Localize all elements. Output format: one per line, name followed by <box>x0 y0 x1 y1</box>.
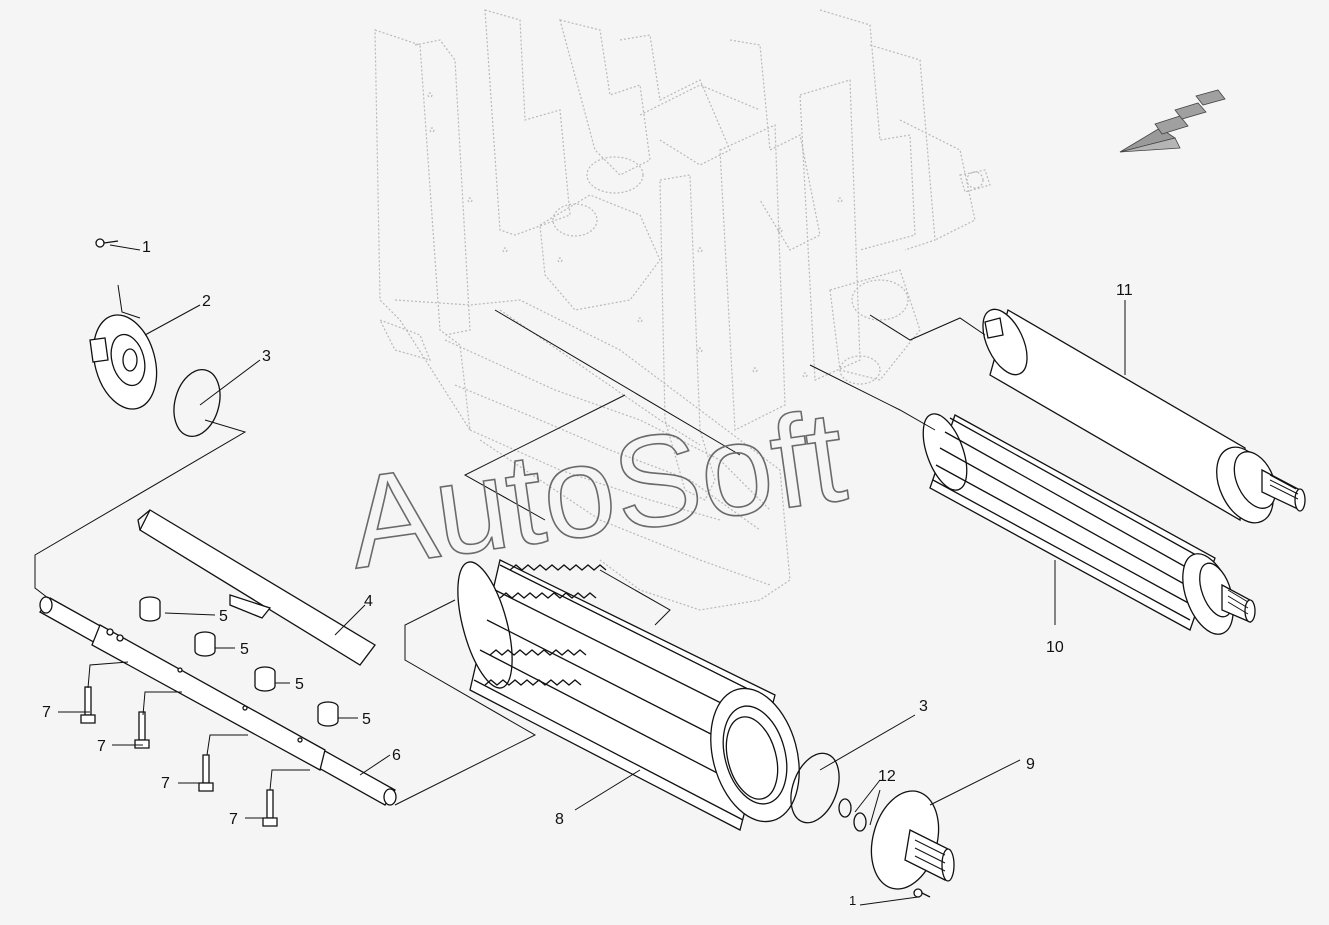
callout-6: 6 <box>392 747 401 764</box>
o-ring-3-right <box>790 752 840 824</box>
roller-10 <box>922 413 1256 635</box>
ghost-machine-frame <box>374 9 991 611</box>
flange-shaft-9 <box>870 790 955 898</box>
callout-1-bottom: 1 <box>849 893 856 908</box>
svg-text:AutoSoft: AutoSoft <box>339 382 853 596</box>
callout-labels: 1 2 3 4 5 5 5 5 6 7 7 7 7 8 3 12 9 1 10 … <box>42 239 1133 908</box>
callout-7-a: 7 <box>42 704 51 721</box>
callout-12: 12 <box>878 768 896 785</box>
callout-7-b: 7 <box>97 738 106 755</box>
callout-5-a: 5 <box>219 608 228 625</box>
bar-4 <box>137 509 376 666</box>
bolts-7 <box>80 686 278 827</box>
callout-8: 8 <box>555 811 564 828</box>
callout-10: 10 <box>1046 639 1064 656</box>
watermark: AutoSoft <box>338 381 854 597</box>
callout-5-c: 5 <box>295 676 304 693</box>
flange-2 <box>89 238 158 410</box>
callout-2: 2 <box>202 293 211 310</box>
leader-lines <box>34 244 1126 906</box>
rings-12 <box>838 798 867 832</box>
o-ring-3-left <box>173 369 221 437</box>
callout-7-c: 7 <box>161 775 170 792</box>
roller-11 <box>982 308 1306 524</box>
direction-arrow-icon <box>1119 89 1226 153</box>
callout-3-left: 3 <box>262 348 271 365</box>
callout-9: 9 <box>1026 756 1035 773</box>
callout-7-d: 7 <box>229 811 238 828</box>
callout-11: 11 <box>1116 282 1133 299</box>
callout-4: 4 <box>364 593 373 610</box>
callout-5-d: 5 <box>362 711 371 728</box>
callout-3-right: 3 <box>919 698 928 715</box>
callout-1-top: 1 <box>142 239 151 256</box>
shaft-6 <box>39 596 397 806</box>
rotor-8 <box>457 559 800 831</box>
callout-5-b: 5 <box>240 641 249 658</box>
spacers-5 <box>139 596 339 727</box>
